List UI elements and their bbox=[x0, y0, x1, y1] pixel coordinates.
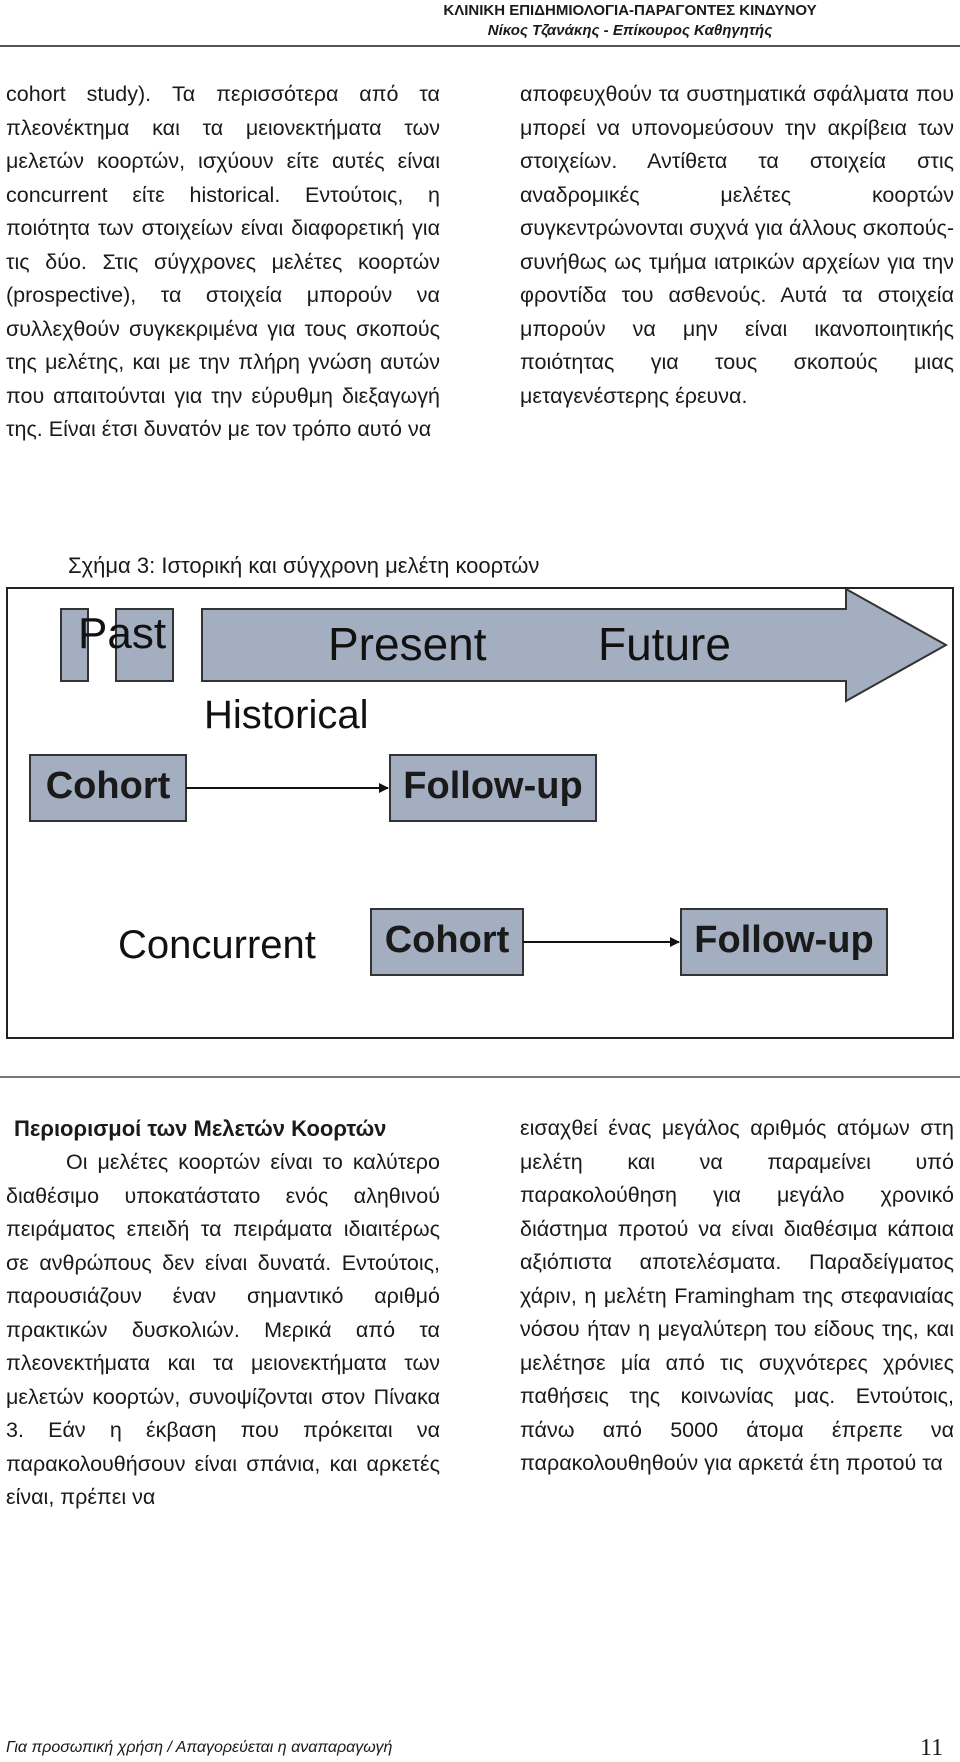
figure-caption: Σχήμα 3: Ιστορική και σύγχρονη μελέτη κο… bbox=[68, 553, 540, 578]
header-title: ΚΛΙΝΙΚΗ ΕΠΙΔΗΜΙΟΛΟΓΙΑ-ΠΑΡΑΓΟΝΤΕΣ ΚΙΝΔΥΝΟ… bbox=[443, 2, 817, 19]
section-divider bbox=[0, 1076, 960, 1078]
diagram-graphics bbox=[29, 589, 949, 976]
bottom-left-paragraph: Οι μελέτες κοορτών είναι το καλύτερο δια… bbox=[6, 1146, 440, 1515]
label-present: Present bbox=[328, 618, 487, 670]
top-right-text: αποφευχθούν τα συστηματικά σφάλματα που … bbox=[520, 82, 954, 408]
concurrent-followup-box bbox=[680, 908, 888, 976]
label-historical: Historical bbox=[204, 693, 369, 737]
bottom-right-paragraph: εισαχθεί ένας μεγάλος αριθμός ατόμων στη… bbox=[520, 1112, 954, 1481]
historical-cohort-label: Cohort bbox=[45, 765, 171, 807]
concurrent-followup-label: Follow-up bbox=[694, 919, 874, 961]
historical-followup-box bbox=[389, 754, 597, 822]
top-right-paragraph: αποφευχθούν τα συστηματικά σφάλματα που … bbox=[520, 78, 954, 413]
concurrent-cohort-box bbox=[370, 908, 524, 976]
historical-followup-label: Follow-up bbox=[403, 765, 583, 807]
historical-cohort-box bbox=[29, 754, 187, 822]
cohort-study-diagram: Past Present Future Historical Concurren… bbox=[6, 587, 954, 1039]
bottom-left-text: Οι μελέτες κοορτών είναι το καλύτερο δια… bbox=[6, 1150, 440, 1509]
label-concurrent: Concurrent bbox=[118, 923, 316, 967]
header-author: Νίκος Τζανάκης - Επίκουρος Καθηγητής bbox=[487, 22, 773, 39]
page-number: 11 bbox=[920, 1735, 944, 1761]
past-box-left bbox=[60, 608, 89, 682]
header-divider bbox=[0, 45, 960, 47]
bottom-right-text: εισαχθεί ένας μεγάλος αριθμός ατόμων στη… bbox=[520, 1116, 954, 1475]
past-box-right bbox=[115, 608, 174, 682]
section-title: Περιορισμοί των Μελετών Κοορτών bbox=[14, 1116, 387, 1141]
top-left-paragraph: cohort study). Τα περισσότερα από τα πλε… bbox=[6, 78, 440, 447]
footer-note: Για προσωπική χρήση / Απαγορεύεται η ανα… bbox=[6, 1739, 393, 1756]
label-past: Past bbox=[78, 609, 167, 658]
timeline-arrow bbox=[201, 589, 949, 703]
concurrent-cohort-label: Cohort bbox=[384, 919, 510, 961]
label-future: Future bbox=[598, 618, 731, 670]
top-left-text: cohort study). Τα περισσότερα από τα πλε… bbox=[6, 82, 440, 441]
